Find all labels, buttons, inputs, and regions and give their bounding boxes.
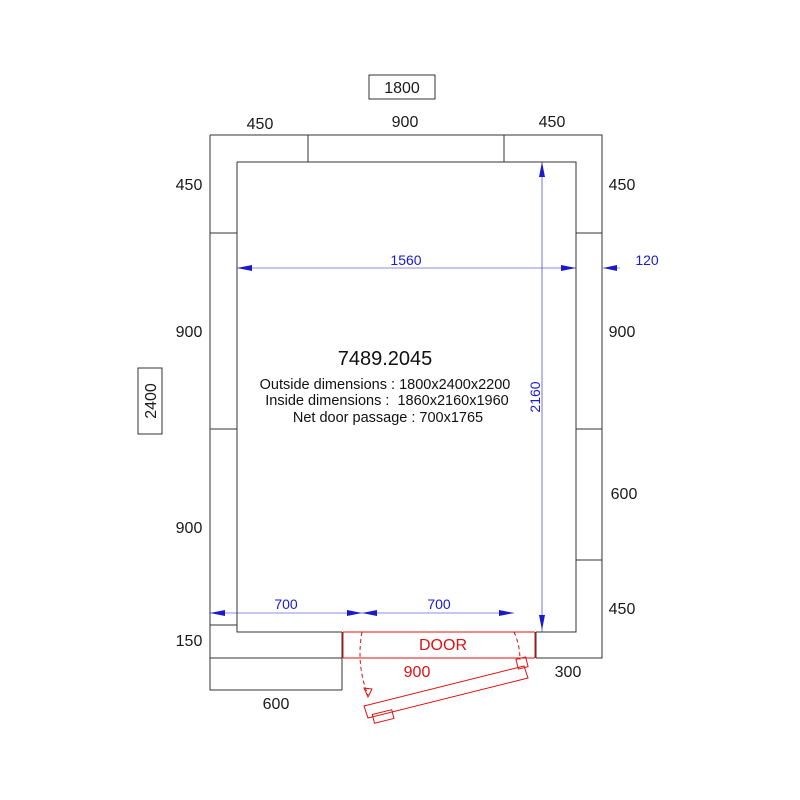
bottom-left-arrow-right (347, 610, 362, 616)
inner-depth-arrow-bottom (539, 615, 545, 630)
inner-depth-label: 2160 (527, 381, 543, 412)
right-panel-3-label: 600 (611, 486, 638, 503)
left-panel-2-label: 900 (176, 324, 203, 341)
inside-dimensions-text: Inside dimensions : 1860x2160x1960 (265, 393, 508, 409)
model-number: 7489.2045 (338, 348, 433, 370)
door-passage-text: Net door passage : 700x1765 (293, 410, 483, 426)
inner-width-arrow-right (561, 265, 576, 271)
inner-width-label: 1560 (390, 252, 421, 268)
overall-depth-label: 2400 (143, 383, 160, 419)
bottom-left-dimension-label: 700 (274, 596, 298, 612)
bottom-left-arrow-left (210, 610, 225, 616)
door-leaf (363, 665, 529, 719)
door-swing-arrowhead (363, 687, 373, 699)
top-panel-3-label: 450 (539, 114, 566, 131)
outside-dimensions-text: Outside dimensions : 1800x2400x2200 (260, 377, 511, 393)
inner-depth-arrow-top (539, 162, 545, 177)
right-panel-4-label: 450 (609, 601, 636, 618)
top-panel-2-label: 900 (392, 114, 419, 131)
bottom-right-arrow-left (362, 610, 377, 616)
bottom-panel-label: 600 (263, 696, 290, 713)
right-panel-5-label: 300 (555, 664, 582, 681)
right-panel-2-label: 900 (609, 324, 636, 341)
bottom-right-dimension-label: 700 (427, 596, 451, 612)
door-swing-arc-left (359, 631, 369, 696)
door-swing-arc-right (513, 631, 521, 661)
wall-thickness-label: 120 (635, 252, 659, 268)
door-handle-plate (515, 656, 529, 670)
left-panel-3-label: 900 (176, 520, 203, 537)
left-panel-4-label: 150 (176, 633, 203, 650)
bottom-right-arrow-right (499, 610, 514, 616)
bottom-extension-panel (209, 658, 342, 691)
right-panel-1-label: 450 (609, 177, 636, 194)
left-panel-1-label: 450 (176, 177, 203, 194)
overall-width-label: 1800 (384, 80, 420, 97)
door-width-label: 900 (404, 664, 431, 681)
door-hinge-plate (371, 709, 395, 724)
overall-width-box (368, 74, 436, 100)
inner-wall-outline (236, 161, 577, 633)
overall-depth-box (137, 367, 163, 435)
top-panel-1-label: 450 (247, 116, 274, 133)
door-label: DOOR (419, 637, 467, 654)
inner-width-arrow-left (237, 265, 252, 271)
